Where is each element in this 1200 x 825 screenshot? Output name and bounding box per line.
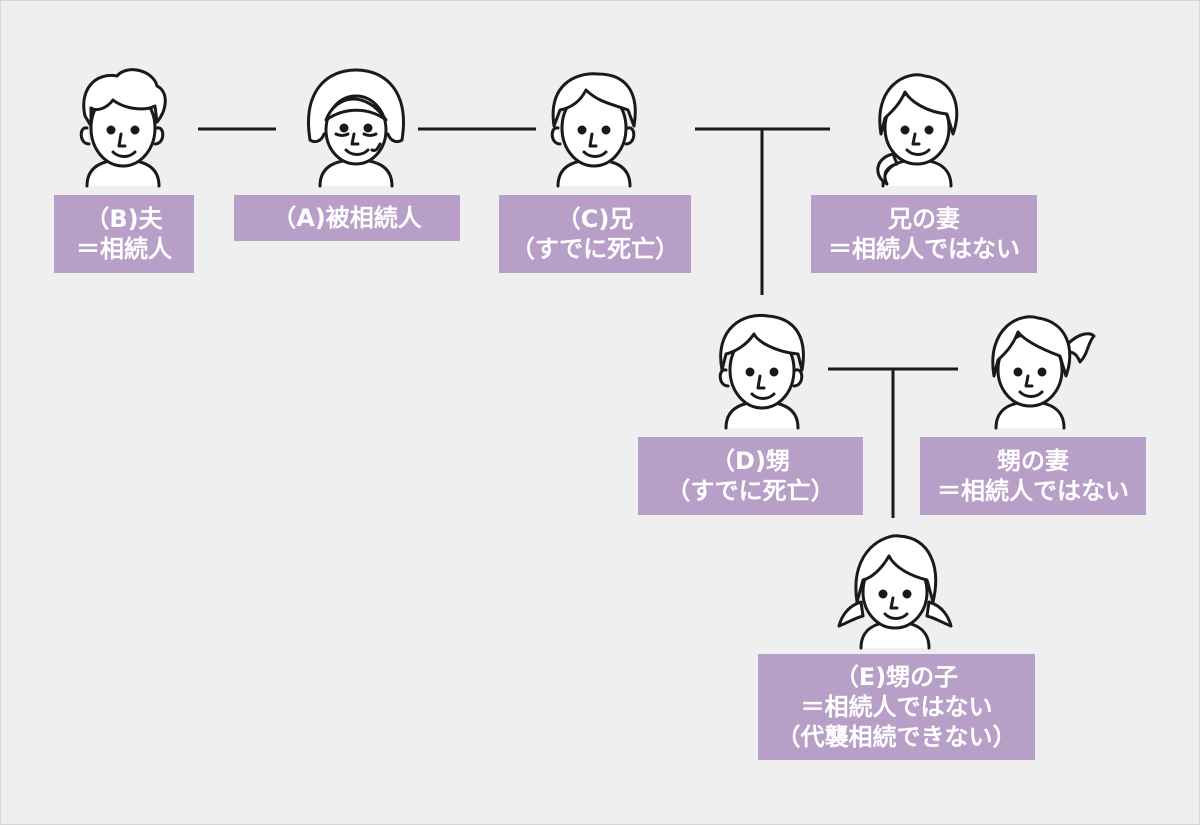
label-line: （すでに死亡） — [666, 477, 835, 505]
label-decedent: （A)被相続人 — [234, 195, 460, 241]
label-line: （C)兄 — [556, 205, 634, 233]
girl-pigtails-face-icon — [837, 534, 953, 650]
label-line: 兄の妻 — [888, 205, 960, 233]
connectors — [198, 127, 958, 518]
label-line: （代襲相続できない） — [776, 723, 1017, 751]
label-line: ＝相続人ではない — [828, 235, 1020, 263]
woman-ponytail-face-icon — [991, 315, 1096, 430]
label-line: ＝相続人 — [76, 235, 172, 263]
label-line: ＝相続人ではない — [800, 693, 993, 721]
label-line: 甥の妻 — [997, 447, 1069, 475]
elderly-woman-face-icon — [307, 68, 405, 188]
label-husband: （B)夫 ＝相続人 — [54, 195, 194, 273]
label-brother-wife: 兄の妻 ＝相続人ではない — [811, 195, 1037, 273]
label-line: （E)甥の子 — [834, 663, 959, 691]
label-line: （D)甥 — [711, 447, 790, 475]
label-line: （A)被相続人 — [272, 204, 422, 232]
man-face-icon — [550, 72, 637, 188]
label-line: （すでに死亡） — [510, 235, 680, 263]
label-nephew-child: （E)甥の子 ＝相続人ではない （代襲相続できない） — [758, 654, 1035, 760]
label-nephew-wife: 甥の妻 ＝相続人ではない — [920, 437, 1146, 515]
label-brother: （C)兄 （すでに死亡） — [499, 195, 691, 273]
man-face-icon — [79, 68, 167, 188]
woman-ponytail-face-icon — [876, 73, 959, 188]
young-man-face-icon — [718, 313, 805, 430]
label-line: ＝相続人ではない — [937, 477, 1129, 505]
label-line: （B)夫 — [85, 205, 163, 233]
label-nephew: （D)甥 （すでに死亡） — [638, 437, 863, 515]
